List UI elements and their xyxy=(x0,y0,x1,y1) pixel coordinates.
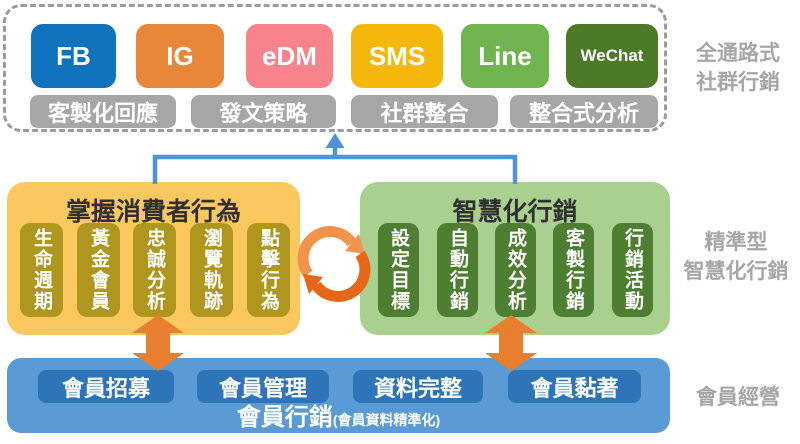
channel-label: Line xyxy=(478,40,532,71)
item-label: 瀏覽軌跡 xyxy=(201,228,222,312)
member-box-label: 會員管理 xyxy=(218,375,307,401)
item-golden-member: 黃金會員 xyxy=(77,223,120,317)
item-auto-marketing: 自動行銷 xyxy=(437,223,478,317)
member-box-stickiness: 會員黏著 xyxy=(508,370,641,403)
capability-box-community-integration: 社群整合 xyxy=(351,95,498,128)
panel-title: 智慧化行銷 xyxy=(452,198,578,226)
member-box-label: 會員黏著 xyxy=(530,375,619,401)
item-life-cycle: 生命週期 xyxy=(20,223,63,317)
item-loyalty-analysis: 忠誠分析 xyxy=(133,223,176,317)
flow-connector-blue xyxy=(152,133,518,184)
member-marketing-caption: 會員行銷(會員資料精準化) xyxy=(7,397,670,432)
side-label-member-management: 會員經營 xyxy=(690,384,786,413)
channel-box-line: Line xyxy=(461,24,549,88)
sync-cycle-icon xyxy=(297,226,371,302)
side-label-precision-smart-marketing: 精準型 智慧化行銷 xyxy=(676,229,796,287)
capability-label: 整合式分析 xyxy=(528,100,639,126)
member-box-recruitment: 會員招募 xyxy=(38,370,174,403)
consumer-behavior-panel: 掌握消費者行為 生命週期 黃金會員 忠誠分析 瀏覽軌跡 點擊行為 xyxy=(7,182,300,335)
channel-box-wechat: WeChat xyxy=(566,24,658,88)
item-label: 自動行銷 xyxy=(447,228,468,312)
omni-channel-section: FB IG eDM SMS Line WeChat 客製化回應 發文策略 社群整… xyxy=(3,4,667,132)
item-label: 忠誠分析 xyxy=(144,228,165,312)
up-arrowhead-icon xyxy=(325,133,345,148)
channel-label: IG xyxy=(166,40,194,71)
side-label-line: 精準型 xyxy=(704,231,768,254)
item-label: 設定目標 xyxy=(388,228,409,312)
item-set-goals: 設定目標 xyxy=(378,223,419,317)
item-label: 行銷活動 xyxy=(622,228,643,312)
channel-box-edm: eDM xyxy=(246,24,333,88)
member-marketing-panel: 會員招募 會員管理 資料完整 會員黏著 會員行銷(會員資料精準化) xyxy=(7,358,670,433)
capability-label: 社群整合 xyxy=(380,100,469,126)
side-label-line: 全通路式 xyxy=(696,42,780,65)
capability-label: 客製化回應 xyxy=(47,100,158,126)
capability-label: 發文策略 xyxy=(219,100,308,126)
member-box-label: 會員招募 xyxy=(61,375,150,401)
item-browsing-track: 瀏覽軌跡 xyxy=(190,223,233,317)
channel-label: FB xyxy=(56,40,91,71)
member-box-data-completeness: 資料完整 xyxy=(353,370,483,403)
capability-box-integrated-analysis: 整合式分析 xyxy=(510,95,658,128)
channel-label: SMS xyxy=(368,40,426,71)
channel-label: eDM xyxy=(262,40,317,71)
item-custom-marketing: 客製行銷 xyxy=(553,223,594,317)
item-performance-analysis: 成效分析 xyxy=(495,223,536,317)
channel-label: WeChat xyxy=(580,46,644,65)
side-label-line: 會員經營 xyxy=(696,386,780,409)
caption-main: 會員行銷 xyxy=(236,404,333,431)
capability-box-custom-response: 客製化回應 xyxy=(30,95,176,128)
capability-box-posting-strategy: 發文策略 xyxy=(191,95,336,128)
item-click-behavior: 點擊行為 xyxy=(247,223,290,317)
member-box-management: 會員管理 xyxy=(197,370,329,403)
item-label: 生命週期 xyxy=(31,228,52,312)
channel-box-ig: IG xyxy=(136,24,224,88)
item-marketing-campaign: 行銷活動 xyxy=(612,223,653,317)
side-label-line: 社群行銷 xyxy=(696,70,780,94)
side-label-omni-channel: 全通路式 社群行銷 xyxy=(688,40,788,98)
item-label: 黃金會員 xyxy=(88,228,109,312)
item-label: 客製行銷 xyxy=(563,228,584,312)
smart-marketing-panel: 智慧化行銷 設定目標 自動行銷 成效分析 客製行銷 行銷活動 xyxy=(360,182,670,335)
member-box-label: 資料完整 xyxy=(373,375,462,401)
side-label-line: 智慧化行銷 xyxy=(683,259,789,283)
channel-box-fb: FB xyxy=(31,24,116,88)
caption-sub: (會員資料精準化) xyxy=(332,412,441,428)
panel-title: 掌握消費者行為 xyxy=(65,198,241,226)
channel-box-sms: SMS xyxy=(351,24,443,88)
item-label: 點擊行為 xyxy=(258,228,279,312)
item-label: 成效分析 xyxy=(505,228,526,312)
